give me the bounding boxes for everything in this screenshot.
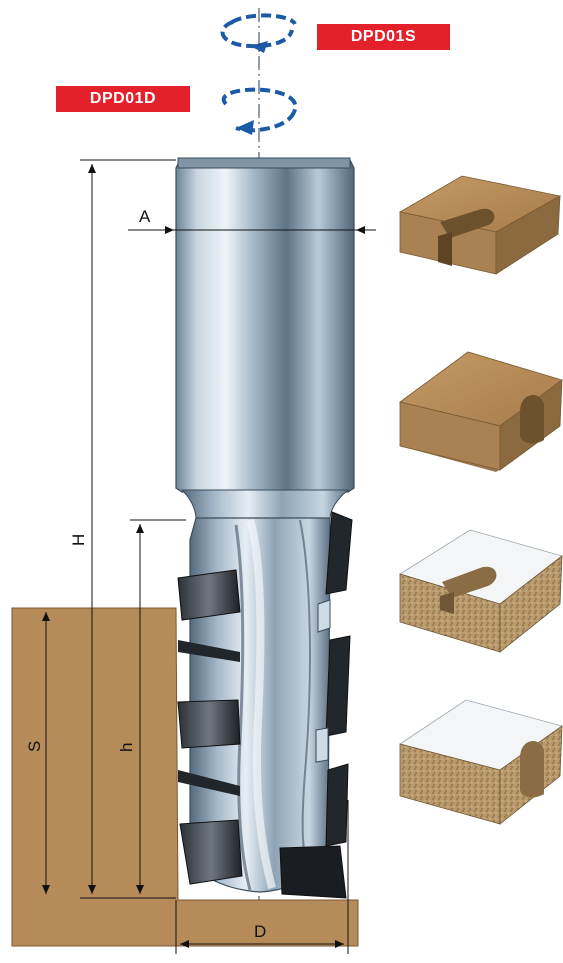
dim-label-h-cut: h	[117, 743, 136, 752]
sample-wood-slot	[400, 176, 560, 274]
sample-chipboard-edge	[400, 700, 562, 824]
dim-label-h-total: H	[69, 534, 88, 546]
sample-chipboard-slot	[400, 530, 562, 652]
dim-label-a: A	[139, 207, 151, 226]
rotation-arrow-d-icon	[224, 90, 296, 135]
dim-label-s: S	[25, 741, 44, 752]
dim-label-d: D	[254, 922, 266, 941]
variant-label-s: DPD01S	[317, 24, 450, 50]
sample-wood-edge	[400, 352, 562, 472]
bit-neck	[182, 490, 348, 520]
bit-shank	[176, 158, 354, 492]
variant-label-d: DPD01D	[56, 86, 190, 112]
